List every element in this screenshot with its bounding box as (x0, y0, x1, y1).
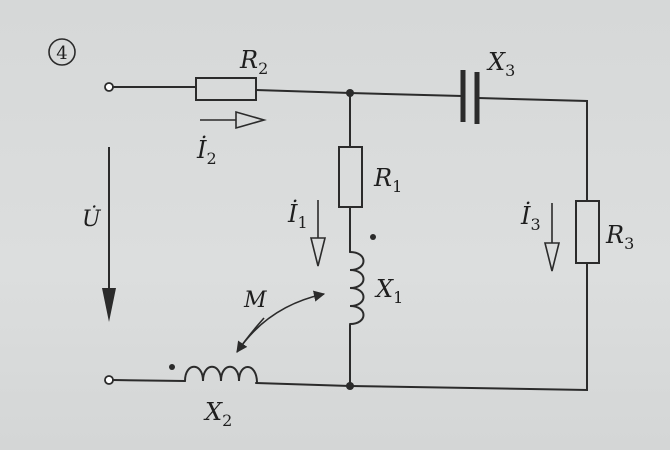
resistor-r3 (575, 200, 600, 264)
wire-right-bottom (349, 262, 588, 392)
wire-bottom-mid (255, 382, 351, 387)
node-bottom (346, 382, 354, 390)
label-x1: X1 (374, 275, 403, 307)
label-i2: İ2 (196, 135, 217, 168)
resistor-r2 (195, 77, 257, 101)
wire-top-mid (255, 89, 463, 97)
bottom-terminal (104, 375, 114, 385)
current-arrow-i3 (543, 203, 561, 272)
resistor-r1 (338, 146, 363, 208)
label-x3: X3 (486, 48, 515, 80)
current-arrow-i2 (200, 110, 267, 130)
wire-top-right (477, 97, 588, 202)
top-terminal (104, 82, 114, 92)
figure-number-badge: 4 (48, 38, 76, 66)
polarity-dot-x2 (169, 364, 175, 370)
label-r2: R2 (239, 46, 268, 78)
label-r3: R3 (605, 221, 634, 253)
label-i1: İ1 (287, 199, 308, 232)
wire-bottom-left (112, 379, 186, 382)
current-arrow-i1 (309, 200, 327, 267)
inductor-x1 (349, 251, 365, 325)
inductor-x2 (184, 365, 258, 384)
figure-number: 4 (56, 43, 67, 64)
node-top (346, 89, 354, 97)
polarity-dot-x1 (370, 234, 376, 240)
mutual-arrow-to-x2 (236, 317, 265, 353)
label-i3: İ3 (520, 201, 541, 234)
label-x2: X2 (203, 398, 232, 430)
voltage-arrow (102, 147, 116, 322)
label-r1: R1 (373, 164, 402, 196)
label-voltage-u: U̇ (82, 206, 102, 232)
capacitor-x3 (460, 70, 480, 124)
label-mutual-m: M (243, 288, 267, 313)
